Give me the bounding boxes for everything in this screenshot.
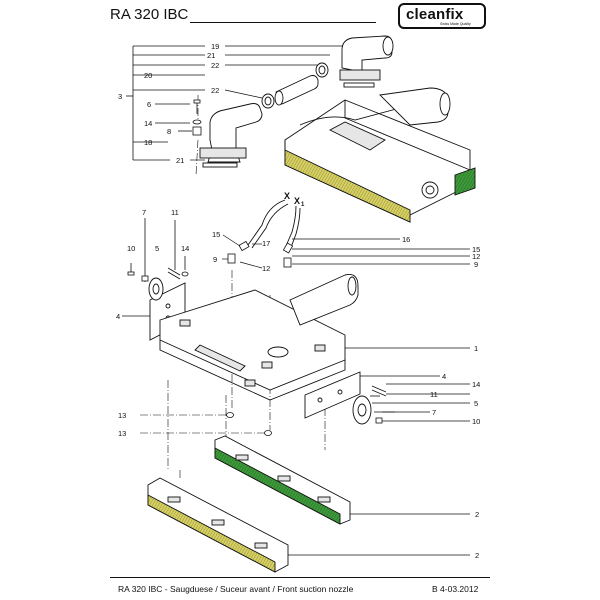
elbow-fitting-19 xyxy=(339,35,394,88)
assembled-nozzle-view xyxy=(284,87,476,223)
callout-x1: X xyxy=(294,196,300,206)
leader-lines-right xyxy=(360,375,470,422)
callout-3: 3 xyxy=(118,92,122,101)
callout-x1-subscript: 1 xyxy=(301,202,305,208)
fasteners-right xyxy=(370,385,395,424)
vacuum-hoses xyxy=(247,199,301,251)
callout-6: 6 xyxy=(147,100,151,109)
fasteners-left xyxy=(127,218,189,282)
callout-5-left: 5 xyxy=(155,244,159,253)
logo-tagline: Swiss Made Quality xyxy=(440,22,471,26)
callout-9-right: 9 xyxy=(474,260,478,269)
callout-19: 19 xyxy=(211,42,219,51)
callout-8: 8 xyxy=(167,127,171,136)
hose-clamp-22b xyxy=(261,93,275,109)
callout-15-right: 15 xyxy=(472,245,480,254)
callout-1: 1 xyxy=(474,344,478,353)
elbow-fitting-21 xyxy=(199,103,263,168)
nut-13 xyxy=(226,412,272,436)
title-underline xyxy=(190,22,376,23)
hose-connectors xyxy=(227,240,294,268)
callout-2-green: 2 xyxy=(475,510,479,519)
wheel-5-right xyxy=(352,395,372,425)
chassis-plate-1 xyxy=(159,274,359,401)
logo-wordmark: cleanfix xyxy=(406,6,464,23)
footer-doc-code: B 4-03.2012 xyxy=(432,584,479,594)
spacer-8 xyxy=(192,126,202,136)
callout-14-left: 14 xyxy=(181,244,189,253)
callout-14-top: 14 xyxy=(144,119,152,128)
callout-14-right: 14 xyxy=(472,380,480,389)
callout-22-mid: 22 xyxy=(211,86,219,95)
callout-2-yellow: 2 xyxy=(475,551,479,560)
callout-13-bottom: 13 xyxy=(118,429,126,438)
callout-21-top: 21 xyxy=(207,51,215,60)
callout-4-left: 4 xyxy=(116,312,120,321)
hose-clamp-22a xyxy=(315,62,329,78)
callout-22-top: 22 xyxy=(211,61,219,70)
leader-lines-blades xyxy=(288,513,470,556)
callout-21-low: 21 xyxy=(176,156,184,165)
washer-14-top xyxy=(192,119,202,125)
callout-12-right: 12 xyxy=(472,252,480,261)
callout-11-left: 11 xyxy=(171,208,179,217)
callout-10-right: 10 xyxy=(472,417,480,426)
callout-7-right: 7 xyxy=(432,408,436,417)
squeegee-blade-2-green xyxy=(214,435,351,525)
leader-lines-mid xyxy=(222,234,470,269)
callout-4-right: 4 xyxy=(442,372,446,381)
callout-9-left: 9 xyxy=(213,255,217,264)
footer-caption: RA 320 IBC - Saugduese / Suceur avant / … xyxy=(118,584,354,594)
leader-lines-top xyxy=(190,45,345,161)
wheel-5-left xyxy=(148,277,164,301)
wheel-bracket-4-right xyxy=(304,371,361,419)
page-title: RA 320 IBC xyxy=(110,6,189,23)
footer-divider xyxy=(110,577,490,578)
callout-bracket-3 xyxy=(126,45,205,161)
screw-6 xyxy=(193,99,201,114)
callout-13-top: 13 xyxy=(118,411,126,420)
squeegee-blade-2-yellow xyxy=(147,477,289,573)
callout-10-left: 10 xyxy=(127,244,135,253)
callout-17: 17 xyxy=(262,239,270,248)
callout-20: 20 xyxy=(144,71,152,80)
callout-x: X xyxy=(284,191,290,201)
callout-5-right: 5 xyxy=(474,399,478,408)
callout-15-left: 15 xyxy=(212,230,220,239)
callout-16: 16 xyxy=(402,235,410,244)
brand-logo: cleanfix Swiss Made Quality xyxy=(398,3,486,29)
callout-12-left: 12 xyxy=(262,264,270,273)
callout-7-left: 7 xyxy=(142,208,146,217)
callout-18: 18 xyxy=(144,138,152,147)
hose-coupling-20 xyxy=(274,75,319,106)
callout-11-right: 11 xyxy=(430,390,438,399)
